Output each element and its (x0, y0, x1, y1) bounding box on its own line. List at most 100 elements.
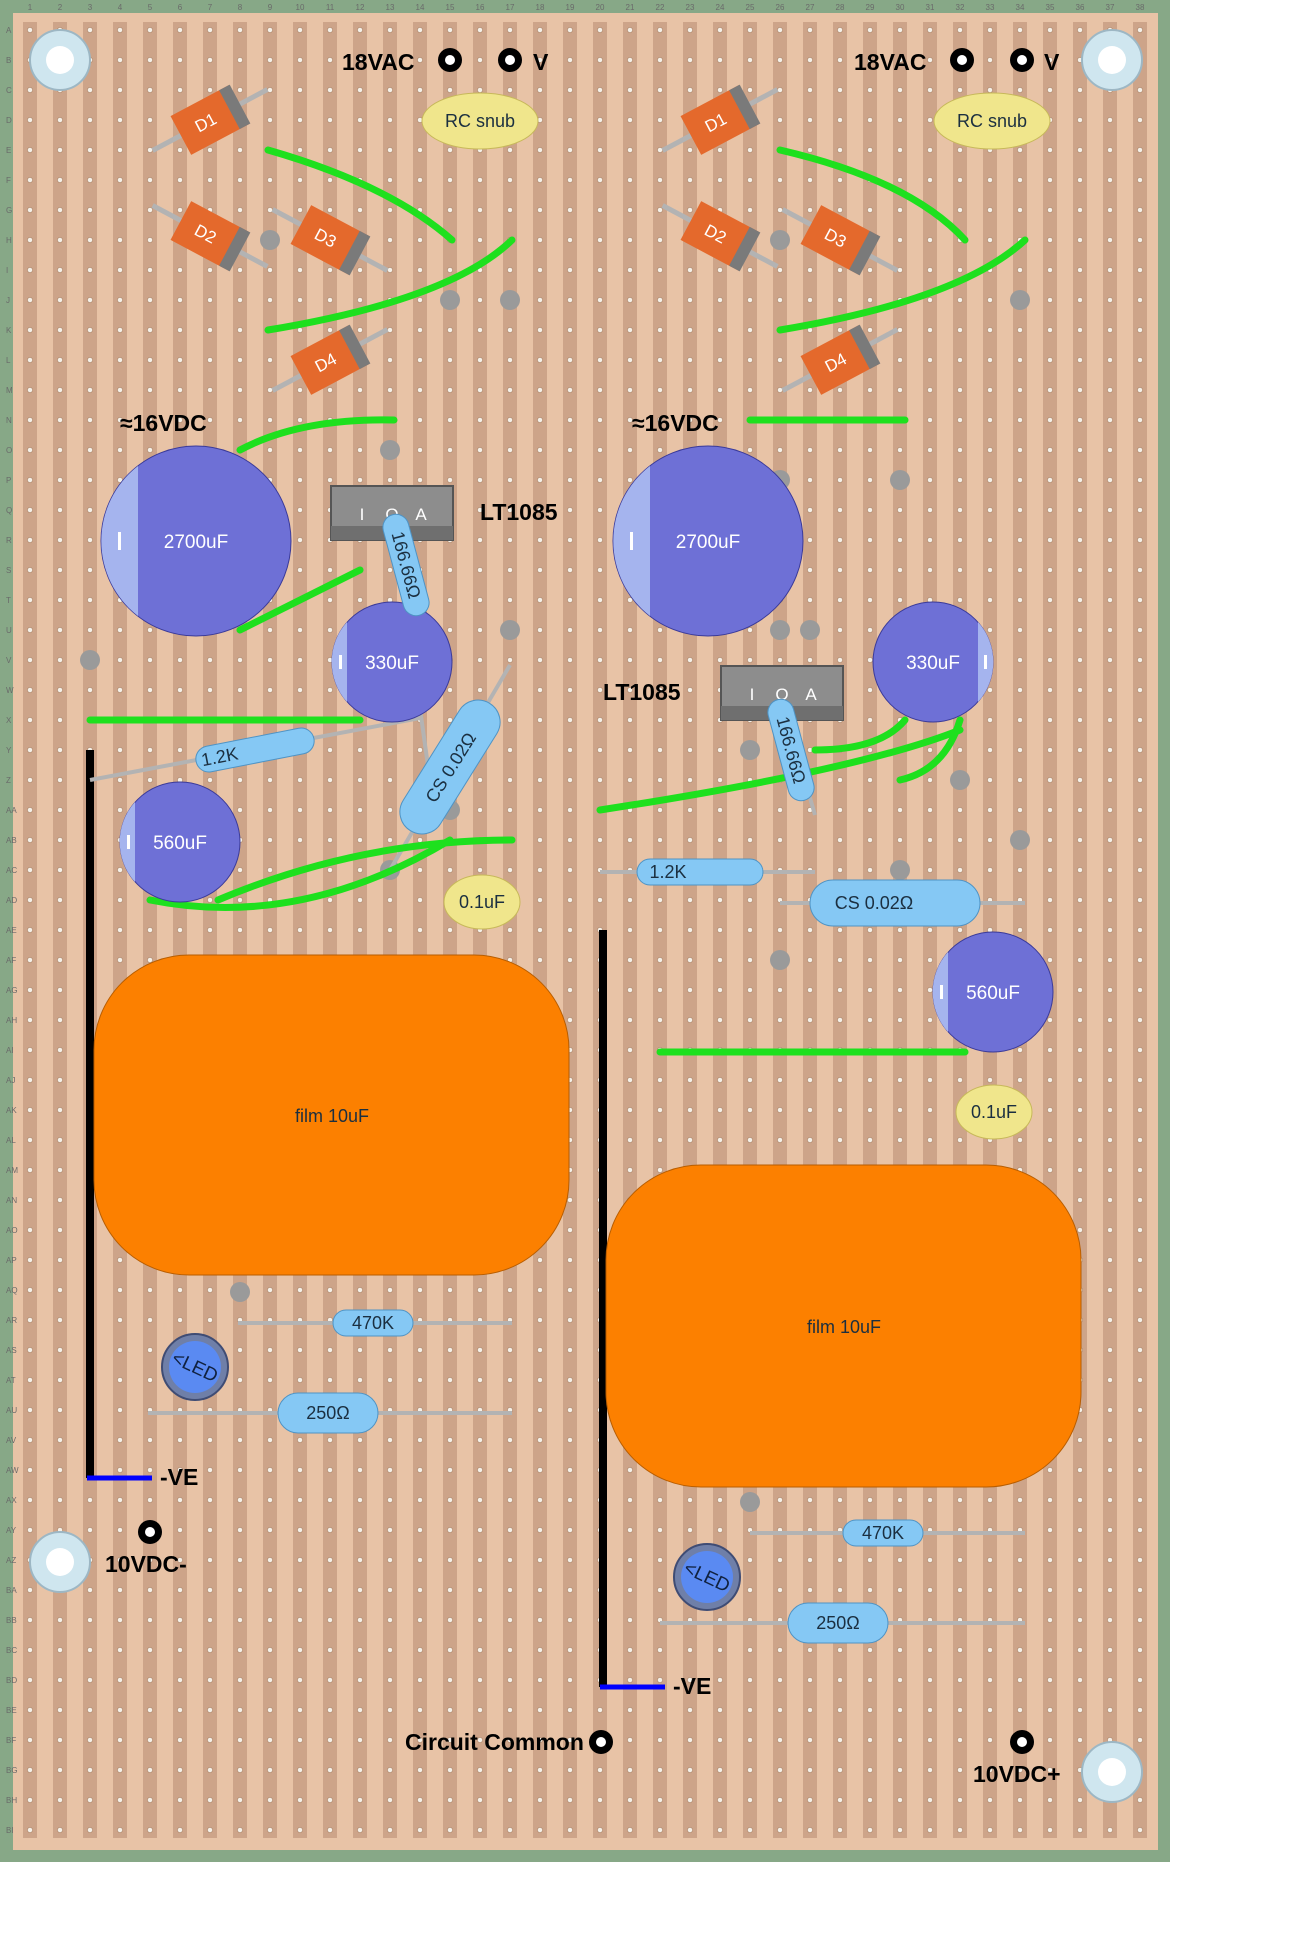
hole (57, 117, 63, 123)
hole (507, 567, 513, 573)
hole (1017, 597, 1023, 603)
hole (147, 1737, 153, 1743)
hole (147, 1707, 153, 1713)
hole (987, 627, 993, 633)
row-letter: AG (6, 986, 18, 995)
hole (897, 1827, 903, 1833)
hole (567, 687, 573, 693)
row-letter: AA (6, 806, 17, 815)
hole (867, 747, 873, 753)
cap-560uF-right: 560uF (932, 931, 1054, 1053)
hole (777, 1677, 783, 1683)
hole (1107, 1377, 1113, 1383)
row-letter: P (6, 476, 11, 485)
hole (327, 1497, 333, 1503)
hole (117, 1317, 123, 1323)
hole (1047, 1107, 1053, 1113)
hole (357, 837, 363, 843)
hole (957, 417, 963, 423)
hole (747, 1707, 753, 1713)
hole (87, 117, 93, 123)
label-10vdc-plus: 10VDC+ (973, 1761, 1061, 1787)
hole (177, 357, 183, 363)
hole (147, 1467, 153, 1473)
hole (357, 207, 363, 213)
hole (507, 27, 513, 33)
row-letter: C (6, 86, 12, 95)
hole (837, 657, 843, 663)
hole (267, 297, 273, 303)
hole (807, 957, 813, 963)
hole (567, 27, 573, 33)
row-letter: E (6, 146, 11, 155)
hole (297, 477, 303, 483)
hole (1017, 687, 1023, 693)
hole (717, 387, 723, 393)
hole (537, 897, 543, 903)
hole (537, 1737, 543, 1743)
hole (1047, 567, 1053, 573)
hole (837, 867, 843, 873)
hole (477, 297, 483, 303)
hole (207, 927, 213, 933)
hole (987, 507, 993, 513)
hole (567, 1497, 573, 1503)
hole (687, 27, 693, 33)
hole (27, 1527, 33, 1533)
hole (1047, 1587, 1053, 1593)
hole (1077, 567, 1083, 573)
hole (447, 627, 453, 633)
hole (1107, 897, 1113, 903)
hole (507, 1467, 513, 1473)
hole (507, 1677, 513, 1683)
hole (1047, 807, 1053, 813)
row-letter: M (6, 386, 13, 395)
row-letter: W (6, 686, 14, 695)
hole (927, 297, 933, 303)
hole (627, 777, 633, 783)
hole (237, 1347, 243, 1353)
hole (807, 267, 813, 273)
hole (1017, 1827, 1023, 1833)
svg-text:A: A (805, 685, 817, 704)
hole (417, 357, 423, 363)
hole (327, 867, 333, 873)
hole (477, 1587, 483, 1593)
hole (687, 987, 693, 993)
hole (777, 987, 783, 993)
hole (237, 1677, 243, 1683)
hole (117, 1707, 123, 1713)
column-number: 16 (476, 3, 485, 12)
row-letter: AK (6, 1106, 17, 1115)
hole (297, 1737, 303, 1743)
row-letter: AQ (6, 1286, 18, 1295)
hole (1107, 1347, 1113, 1353)
hole (597, 567, 603, 573)
hole (717, 987, 723, 993)
hole (867, 297, 873, 303)
hole (747, 657, 753, 663)
row-letter: AX (6, 1496, 17, 1505)
hole (207, 1797, 213, 1803)
hole (1077, 267, 1083, 273)
hole (597, 687, 603, 693)
hole (837, 267, 843, 273)
hole (567, 927, 573, 933)
hole (1077, 777, 1083, 783)
hole (267, 867, 273, 873)
row-letter: AR (6, 1316, 17, 1325)
hole (627, 57, 633, 63)
hole (57, 447, 63, 453)
hole (837, 1587, 843, 1593)
hole (57, 1257, 63, 1263)
hole (1077, 687, 1083, 693)
hole (867, 87, 873, 93)
hole (957, 177, 963, 183)
hole (267, 417, 273, 423)
hole (507, 747, 513, 753)
hole (1077, 1047, 1083, 1053)
hole (117, 1797, 123, 1803)
hole (687, 1137, 693, 1143)
hole (447, 477, 453, 483)
hole (117, 1347, 123, 1353)
